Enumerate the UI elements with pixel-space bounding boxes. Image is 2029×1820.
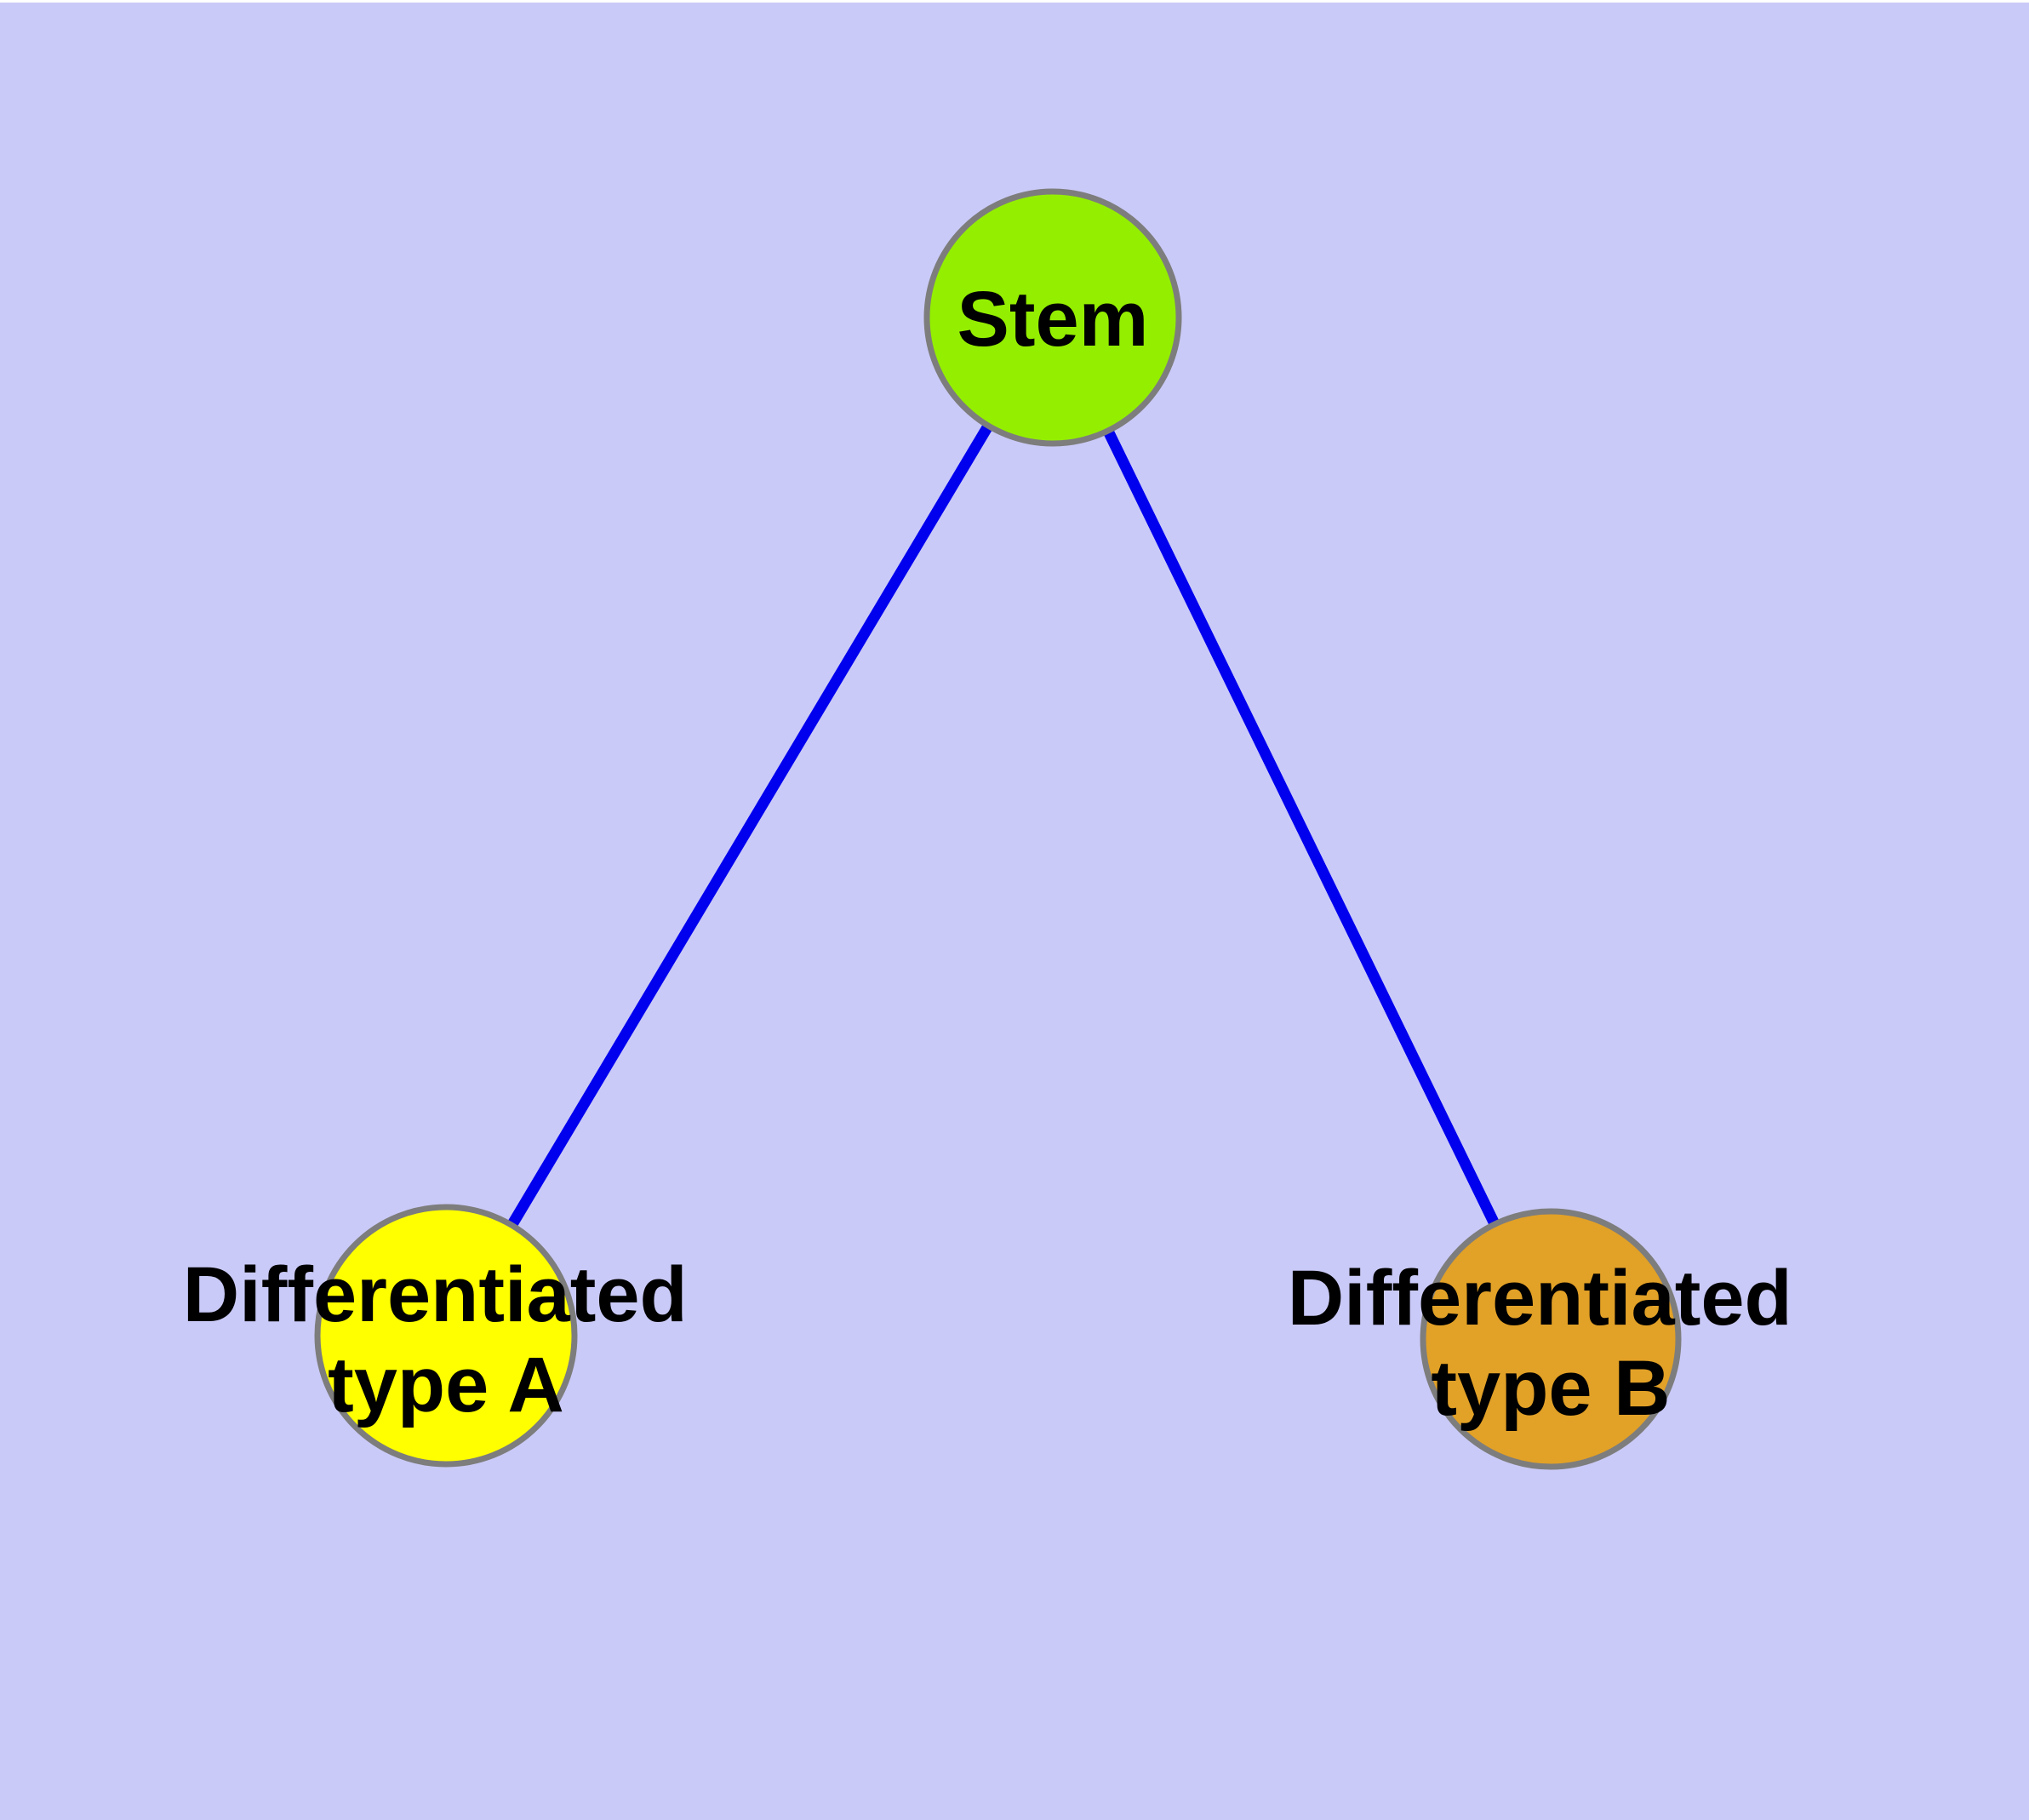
type-b-label-line-2: type B <box>1431 1345 1670 1432</box>
type-a-node-label: Differentiated type A <box>183 1251 710 1428</box>
stem-node-label: Stem <box>957 276 1149 363</box>
stem-node-circle <box>923 188 1182 447</box>
cell-differentiation-diagram: Stem Differentiated type A Differentiate… <box>0 3 2029 1820</box>
edge-stem-to-type-b <box>1047 312 1557 1345</box>
type-b-node-circle <box>1420 1208 1682 1470</box>
type-a-label-line-1: Differentiated <box>183 1251 688 1338</box>
type-b-label-line-1: Differentiated <box>1288 1255 1792 1342</box>
type-a-label-line-2: type A <box>328 1342 564 1428</box>
type-a-node-circle <box>314 1204 578 1468</box>
type-b-node-label: Differentiated type B <box>1288 1255 1815 1432</box>
edge-stem-to-type-a <box>440 312 1059 1342</box>
